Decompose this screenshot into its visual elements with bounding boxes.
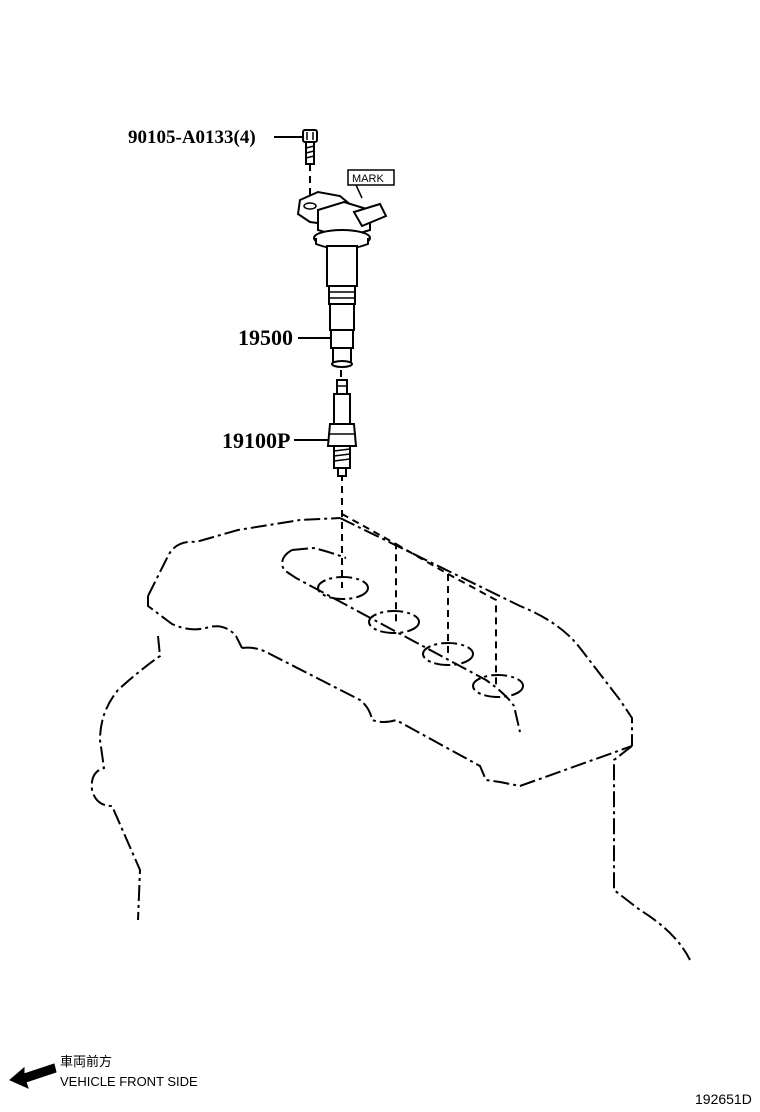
figure-id: 192651D	[695, 1091, 752, 1107]
plug-hole-4	[472, 674, 524, 698]
alignment-lines	[309, 140, 497, 686]
legend-japanese: 車両前方	[60, 1054, 112, 1069]
bolt-part	[302, 129, 318, 165]
bolt-part-number: 90105-A0133(4)	[128, 127, 256, 148]
plug-hole-2	[368, 610, 420, 634]
vehicle-front-legend: 車両前方 VEHICLE FRONT SIDE	[9, 1054, 198, 1089]
plug-hole-3	[422, 642, 474, 666]
front-arrow-icon	[9, 1063, 57, 1089]
legend-english: VEHICLE FRONT SIDE	[60, 1074, 198, 1089]
spark-plug-part	[326, 379, 358, 477]
coil-part-number: 19500	[238, 325, 293, 350]
engine-outline	[90, 517, 691, 961]
ignition-coil-part	[296, 190, 388, 368]
mark-label: MARK	[352, 173, 384, 185]
spark-plug-holes	[317, 576, 524, 698]
plug-part-number: 19100P	[222, 428, 290, 453]
